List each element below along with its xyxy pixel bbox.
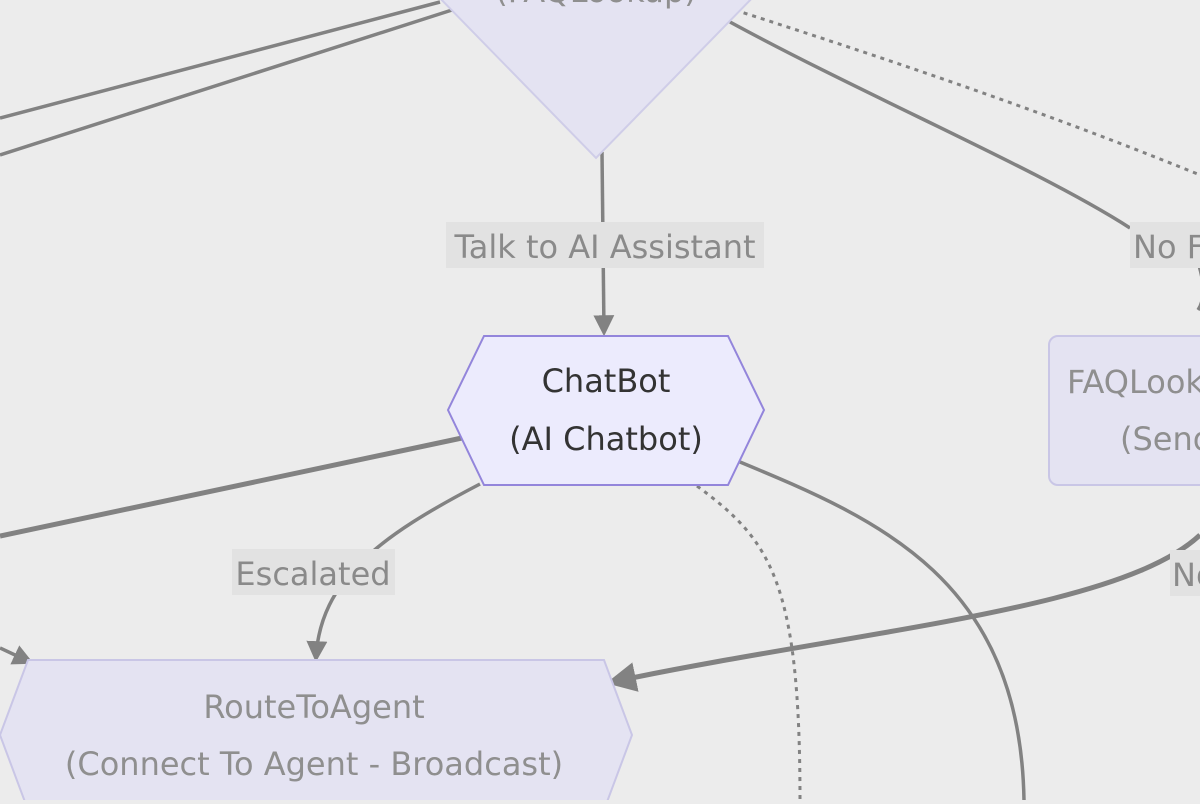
chatbot-title: ChatBot — [542, 362, 671, 400]
talk-to-ai-label: Talk to AI Assistant — [453, 228, 755, 266]
route-to-agent-node[interactable] — [0, 659, 634, 804]
edge-left-to-route — [0, 645, 34, 665]
no-right-top-label-bg — [1130, 222, 1200, 268]
edge-decision-to-left-1 — [0, 0, 441, 120]
route-to-agent-subtitle: (Connect To Agent - Broadcast) — [65, 745, 563, 783]
no-right-top-label: No F — [1133, 228, 1200, 266]
chatbot-node[interactable] — [446, 335, 766, 486]
edge-decision-to-faq-dotted — [734, 8, 1200, 177]
faq-decision-label: (FAQLookup) — [495, 0, 697, 10]
escalated-label-bg — [232, 549, 395, 595]
faq-lookup-subtitle: (Send — [1120, 420, 1200, 458]
edge-chatbot-down-right — [739, 460, 1026, 801]
faq-lookup-title: FAQLook — [1067, 363, 1200, 401]
faq-decision-node[interactable] — [432, 0, 760, 160]
edge-faq-to-route — [606, 533, 1200, 692]
no-right-bottom-label: No — [1172, 556, 1200, 594]
edge-decision-to-faq — [729, 20, 1131, 230]
chatbot-subtitle: (AI Chatbot) — [509, 420, 703, 458]
faq-lookup-node[interactable] — [1048, 335, 1200, 486]
route-to-agent-title: RouteToAgent — [203, 688, 424, 726]
edge-chatbot-dotted-down — [696, 484, 802, 801]
escalated-label: Escalated — [235, 555, 390, 593]
no-right-bottom-label-bg — [1170, 550, 1200, 596]
talk-to-ai-label-bg — [446, 222, 764, 268]
edge-chatbot-to-left — [0, 435, 463, 539]
edge-decision-to-left-2 — [0, 8, 453, 157]
